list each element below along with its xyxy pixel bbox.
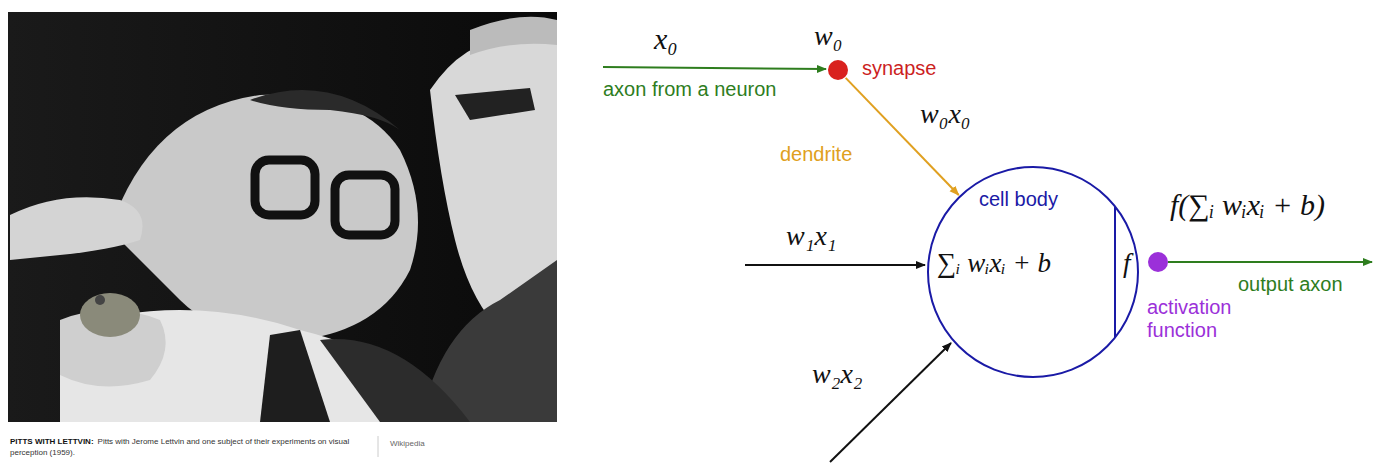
input-axon-arrow: [603, 67, 826, 69]
node-label: synapse: [862, 57, 937, 80]
input-arrow: [745, 264, 925, 266]
right-man-hair: [470, 17, 557, 55]
weighted-input: w₂x₂: [812, 358, 863, 390]
output-axon-arrow: [1168, 261, 1372, 263]
input-symbol: x₀: [654, 22, 678, 57]
left-man-hair: [250, 90, 400, 130]
node-title: cell body: [979, 188, 1058, 211]
caption-divider: [378, 436, 379, 457]
node-label: activation function: [1147, 296, 1277, 342]
photo-ground: [8, 12, 557, 422]
left-man-tie: [260, 330, 330, 422]
right-man-glasses: [455, 88, 535, 120]
activation-dot: activation function: [1148, 252, 1168, 272]
edge-label: dendrite: [780, 143, 852, 166]
caption-block: PITTS WITH LETTVIN:Pitts with Jerome Let…: [10, 437, 365, 459]
sum-formula: ∑ᵢ wᵢxᵢ + b: [937, 248, 1051, 279]
photo: [8, 12, 557, 422]
hand: [10, 197, 143, 260]
frog-eye: [95, 295, 105, 305]
left-man-head: [110, 95, 418, 340]
axon-label: output axon: [1238, 273, 1343, 296]
weighted-input: w₁x₁: [786, 220, 837, 252]
axon-label: axon from a neuron: [603, 78, 776, 101]
function-symbol: f: [1123, 248, 1131, 279]
synapse-dot: synapse: [828, 60, 848, 80]
divider-line: [1114, 206, 1116, 338]
frog: [80, 293, 140, 337]
left-man-glasses: [255, 160, 315, 215]
weighted-input: w₀x₀: [920, 98, 971, 130]
dendrite-connector: [846, 78, 959, 195]
cell-body-circle: cell body ∑ᵢ wᵢxᵢ + b f: [927, 166, 1139, 378]
weight-symbol: w₀: [814, 20, 842, 52]
left-man-glasses: [335, 175, 395, 235]
output-formula: f(∑ᵢ wᵢxᵢ + b): [1170, 188, 1325, 223]
caption-heading: PITTS WITH LETTVIN:: [10, 437, 94, 446]
photo-credit: Wikipedia: [390, 439, 425, 448]
left-man-jacket: [320, 339, 470, 422]
